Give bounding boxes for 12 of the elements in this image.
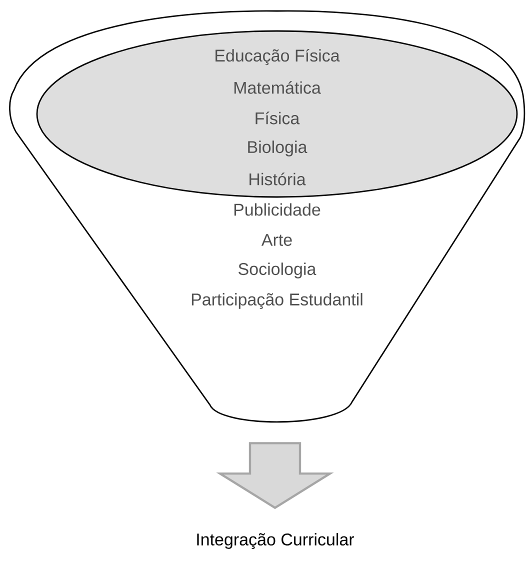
subject-text: História: [250, 172, 306, 186]
subject-text: Física: [256, 112, 300, 124]
block-arrow: [216, 442, 334, 510]
subject-text: Sociologia: [238, 262, 316, 278]
subject-text: Biologia: [248, 140, 308, 156]
subject-text: Matemática: [234, 81, 321, 94]
subject-text: Arte: [261, 234, 292, 246]
subject-text: Publicidade: [234, 203, 320, 216]
funnel-drawing: [9, 10, 526, 423]
subject-text: Participação Estudantil: [192, 293, 362, 309]
result-text: Integração Curricular: [197, 533, 354, 549]
subject-text: Educação Física: [216, 48, 340, 66]
